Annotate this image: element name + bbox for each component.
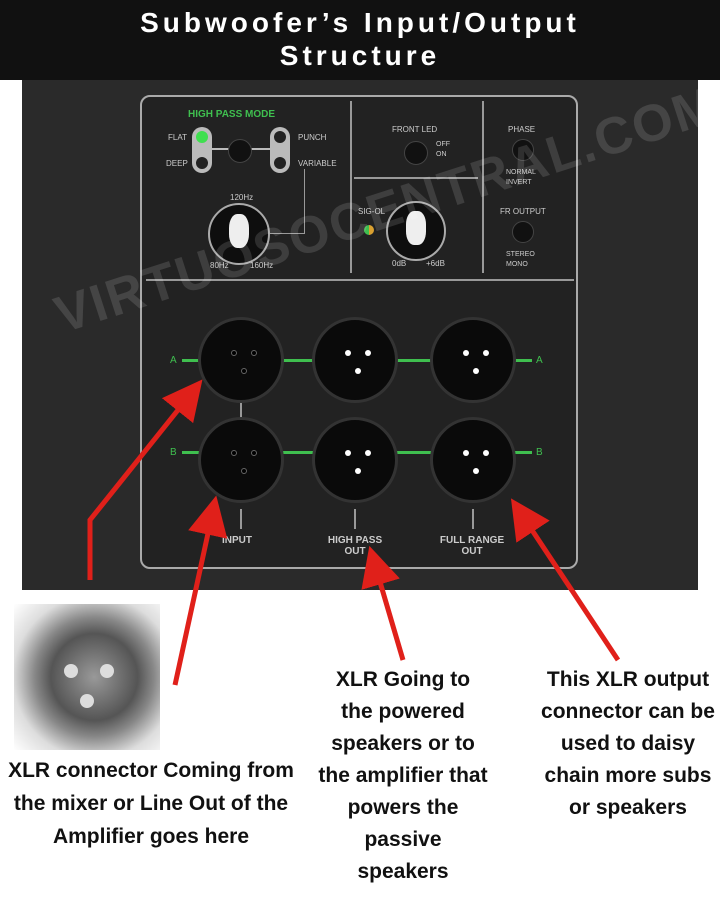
xlr-connector-photo — [14, 604, 160, 750]
xlr-pin — [365, 450, 371, 456]
punch-label: PUNCH — [298, 133, 327, 142]
pin — [80, 694, 94, 708]
variable-led — [274, 157, 286, 169]
flat-led — [196, 131, 208, 143]
deep-label: DEEP — [166, 159, 188, 168]
front-led-label: FRONT LED — [392, 125, 438, 134]
link — [472, 509, 474, 529]
input-a-xlr-female[interactable] — [198, 317, 284, 403]
level-knob[interactable] — [386, 201, 446, 261]
xlr-pin — [231, 350, 237, 356]
input-b-xlr-female[interactable] — [198, 417, 284, 503]
normal-label: NORMAL — [506, 169, 536, 176]
knob2-right-label: +6dB — [426, 259, 445, 268]
knob1-top-label: 120Hz — [230, 193, 254, 202]
xlr-pin — [365, 350, 371, 356]
xlr-pin — [231, 450, 237, 456]
row-b-label-right: B — [536, 447, 543, 458]
xlr-pin — [473, 368, 479, 374]
arrow-to-high-pass-out — [361, 545, 406, 661]
flat-label: FLAT — [168, 133, 187, 142]
crossover-frequency-knob[interactable] — [208, 203, 270, 265]
xlr-pin — [345, 350, 351, 356]
punch-led — [274, 131, 286, 143]
xlr-pin — [483, 450, 489, 456]
variable-label: VARIABLE — [298, 159, 337, 168]
xlr-pin — [241, 468, 247, 474]
knob2-left-label: 0dB — [392, 259, 407, 268]
arrow-to-input-a — [87, 379, 203, 580]
knob1-right-label: 160Hz — [250, 261, 274, 270]
full-range-out-b-xlr[interactable] — [430, 417, 516, 503]
xlr-pin — [241, 368, 247, 374]
row-a-label-left: A — [170, 355, 177, 366]
phase-label: PHASE — [508, 125, 536, 134]
xlr-pin — [483, 350, 489, 356]
full-range-out-a-xlr[interactable] — [430, 317, 516, 403]
row-a-label-right: A — [536, 355, 543, 366]
on-label: ON — [436, 151, 447, 158]
high-pass-out-b-xlr[interactable] — [312, 417, 398, 503]
xlr-pin — [251, 450, 257, 456]
pin — [100, 664, 114, 678]
xlr-pin — [473, 468, 479, 474]
mono-label: MONO — [506, 261, 528, 268]
off-label: OFF — [436, 141, 450, 148]
divider — [350, 101, 352, 273]
divider — [146, 279, 574, 281]
divider — [354, 177, 478, 179]
sig-ol-led — [364, 225, 374, 235]
knob1-left-label: 80Hz — [210, 261, 229, 270]
fr-output-label: FR OUTPUT — [500, 207, 546, 216]
row-b-label-left: B — [170, 447, 177, 458]
caption-high-pass-out: XLR Going to the powered speakers or to … — [318, 668, 488, 883]
xlr-pin — [345, 450, 351, 456]
xlr-pin — [463, 450, 469, 456]
caption-input: XLR connector Coming from the mixer or L… — [8, 759, 294, 848]
control-panel: HIGH PASS MODE FLAT DEEP PUNCH VARIABLE … — [140, 95, 578, 569]
xlr-pin — [463, 350, 469, 356]
stereo-label: STEREO — [506, 251, 535, 258]
high-pass-mode-label: HIGH PASS MODE — [188, 109, 276, 120]
xlr-pin — [355, 468, 361, 474]
invert-label: INVERT — [506, 179, 532, 186]
arrow-to-full-range-out — [510, 498, 621, 662]
link — [240, 509, 242, 529]
phase-button[interactable] — [512, 139, 534, 161]
front-led-button[interactable] — [404, 141, 428, 165]
caption-full-range-out: This XLR output connector can be used to… — [541, 668, 715, 819]
variable-link-line — [304, 169, 305, 233]
border-right — [698, 80, 720, 899]
variable-link-line-h — [270, 233, 305, 234]
high-pass-out-a-xlr[interactable] — [312, 317, 398, 403]
link — [240, 397, 242, 427]
sig-ol-label: SIG-OL — [358, 207, 386, 216]
pin — [64, 664, 78, 678]
divider — [482, 101, 484, 273]
input-label: INPUT — [222, 535, 252, 546]
xlr-pin — [355, 368, 361, 374]
high-pass-mode-button[interactable] — [228, 139, 252, 163]
fr-output-button[interactable] — [512, 221, 534, 243]
deep-led — [196, 157, 208, 169]
arrow-to-input-b — [172, 495, 228, 686]
xlr-pin — [251, 350, 257, 356]
link — [354, 509, 356, 529]
page-title: Subwoofer’s Input/Output Structure — [0, 0, 720, 80]
